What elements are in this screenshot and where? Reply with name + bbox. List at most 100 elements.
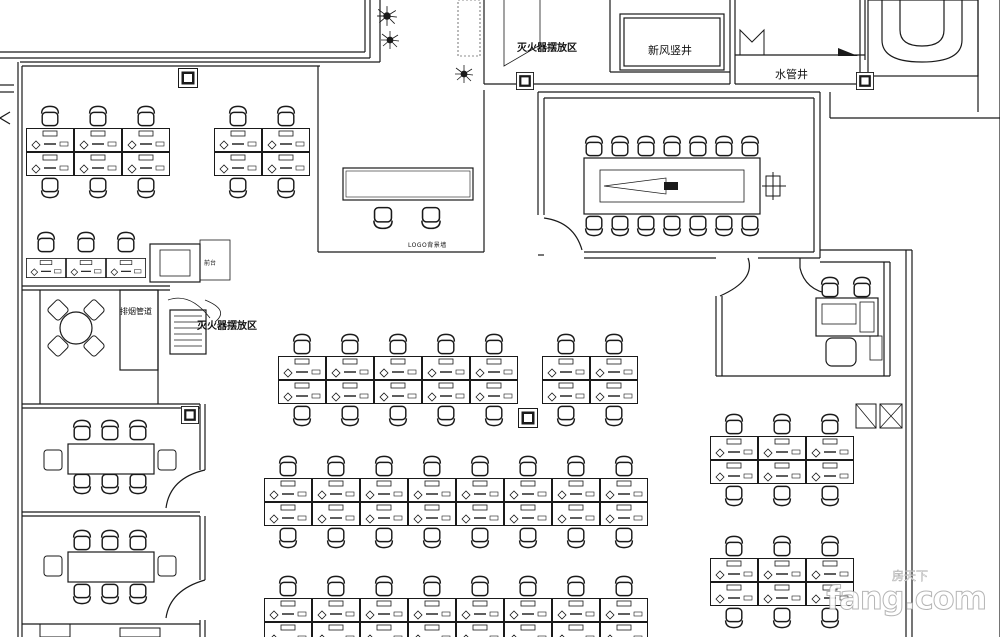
- chair: [228, 177, 248, 199]
- desk: [758, 582, 806, 606]
- chair: [388, 405, 408, 427]
- desk: [360, 622, 408, 637]
- chair: [614, 527, 634, 549]
- desk: [600, 598, 648, 622]
- chair: [556, 405, 576, 427]
- desk: [74, 152, 122, 176]
- desk: [214, 128, 262, 152]
- meeting-chair: [72, 419, 92, 441]
- desk: [26, 257, 66, 279]
- meeting-chair: [72, 529, 92, 551]
- chair: [340, 405, 360, 427]
- desk: [106, 257, 146, 279]
- desk: [504, 478, 552, 502]
- chair: [820, 413, 840, 435]
- desk: [456, 502, 504, 526]
- desk: [326, 380, 374, 404]
- desk: [542, 380, 590, 404]
- meeting-chair: [584, 135, 604, 157]
- chair: [566, 455, 586, 477]
- desk: [470, 380, 518, 404]
- watermark-main: fang.com: [826, 579, 988, 618]
- chair: [276, 177, 296, 199]
- desk: [312, 622, 360, 637]
- chair: [484, 333, 504, 355]
- chair: [136, 177, 156, 199]
- desk: [312, 478, 360, 502]
- desk: [312, 598, 360, 622]
- chair: [40, 105, 60, 127]
- desk: [74, 128, 122, 152]
- chair: [518, 455, 538, 477]
- chair: [820, 485, 840, 507]
- chair: [470, 527, 490, 549]
- desk: [758, 460, 806, 484]
- chair: [436, 405, 456, 427]
- meeting-chair: [100, 529, 120, 551]
- meeting-chair: [714, 215, 734, 237]
- desk: [262, 152, 310, 176]
- meeting-chair: [610, 215, 630, 237]
- desk: [264, 502, 312, 526]
- desk: [374, 380, 422, 404]
- meeting-chair: [662, 135, 682, 157]
- desk: [806, 436, 854, 460]
- chair: [518, 527, 538, 549]
- chair: [228, 105, 248, 127]
- desk: [590, 380, 638, 404]
- chair: [36, 231, 56, 253]
- desk: [360, 478, 408, 502]
- chair: [278, 455, 298, 477]
- chair: [772, 413, 792, 435]
- chair: [724, 413, 744, 435]
- chair: [422, 527, 442, 549]
- chair: [40, 177, 60, 199]
- desk: [504, 598, 552, 622]
- desk: [504, 502, 552, 526]
- chair: [76, 231, 96, 253]
- desk: [66, 257, 106, 279]
- chair: [566, 575, 586, 597]
- desk: [456, 478, 504, 502]
- meeting-chair: [688, 135, 708, 157]
- desk: [806, 460, 854, 484]
- desk: [408, 502, 456, 526]
- chair: [292, 405, 312, 427]
- desk: [710, 558, 758, 582]
- fire-extinguisher-area-left-label: 灭火器摆放区: [197, 321, 257, 332]
- meeting-chair: [740, 215, 760, 237]
- desk: [408, 622, 456, 637]
- chair: [276, 105, 296, 127]
- chair: [470, 455, 490, 477]
- desk: [542, 356, 590, 380]
- desk: [26, 128, 74, 152]
- desk: [758, 558, 806, 582]
- desk: [600, 502, 648, 526]
- desk: [262, 128, 310, 152]
- chair: [772, 535, 792, 557]
- smoke-duct-label: 排烟管道: [120, 307, 152, 316]
- desk: [600, 478, 648, 502]
- desk: [360, 502, 408, 526]
- fresh-air-shaft-label: 新风竖井: [648, 44, 692, 57]
- desk: [552, 622, 600, 637]
- desk: [710, 460, 758, 484]
- desk: [504, 622, 552, 637]
- chair: [614, 575, 634, 597]
- desk: [278, 380, 326, 404]
- meeting-chair: [610, 135, 630, 157]
- desk: [470, 356, 518, 380]
- chair: [388, 333, 408, 355]
- desk: [408, 478, 456, 502]
- meeting-chair: [584, 215, 604, 237]
- chair: [136, 105, 156, 127]
- desk: [552, 478, 600, 502]
- desk: [456, 622, 504, 637]
- chair: [340, 333, 360, 355]
- chair: [604, 405, 624, 427]
- chair: [436, 333, 456, 355]
- desk: [264, 598, 312, 622]
- desk: [312, 502, 360, 526]
- desk: [264, 622, 312, 637]
